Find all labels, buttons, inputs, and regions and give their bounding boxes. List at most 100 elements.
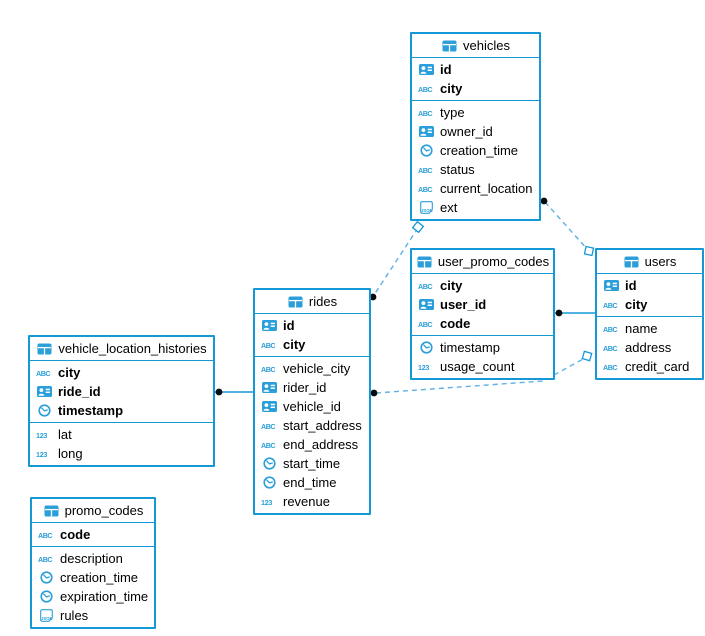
relationship-user-promo-codes-users[interactable]: [555, 309, 596, 317]
relationship-square: [581, 350, 593, 362]
id-card-icon: [418, 299, 435, 310]
column-row[interactable]: vehicle_id: [255, 397, 369, 416]
column-name: ride_id: [58, 384, 101, 399]
text-type-icon: ABC: [418, 184, 435, 194]
svg-text:ABC: ABC: [418, 320, 432, 329]
column-row[interactable]: rider_id: [255, 378, 369, 397]
table-title: vehicles: [463, 38, 510, 53]
timestamp-icon: [261, 476, 278, 489]
table-header[interactable]: users: [597, 250, 702, 274]
column-row[interactable]: ABC start_address: [255, 416, 369, 435]
relationship-vehicles-users[interactable]: [540, 197, 595, 257]
svg-text:ABC: ABC: [261, 422, 275, 431]
column-row[interactable]: owner_id: [412, 122, 539, 141]
svg-text:123: 123: [36, 431, 47, 440]
timestamp-icon: [261, 457, 278, 470]
column-row[interactable]: timestamp: [30, 401, 213, 420]
id-card-icon: [261, 320, 278, 331]
column-row[interactable]: creation_time: [32, 568, 154, 587]
table-header[interactable]: vehicles: [412, 34, 539, 58]
text-type-icon: ABC: [603, 324, 620, 334]
text-type-icon: ABC: [603, 362, 620, 372]
column-name: user_id: [440, 297, 487, 312]
column-row[interactable]: timestamp: [412, 338, 553, 357]
svg-text:123: 123: [261, 498, 272, 507]
text-type-icon: ABC: [261, 421, 278, 431]
table-title: promo_codes: [64, 503, 144, 518]
column-name: code: [60, 527, 91, 542]
table-icon: [441, 40, 458, 52]
column-name: city: [440, 278, 463, 293]
column-row[interactable]: creation_time: [412, 141, 539, 160]
column-name: vehicle_id: [283, 399, 341, 414]
column-name: start_address: [283, 418, 362, 433]
column-name: credit_card: [625, 359, 690, 374]
table-header[interactable]: rides: [255, 290, 369, 314]
column-row[interactable]: expiration_time: [32, 587, 154, 606]
text-type-icon: ABC: [603, 300, 620, 310]
text-type-icon: ABC: [38, 554, 55, 564]
column-name: owner_id: [440, 124, 493, 139]
column-row[interactable]: ride_id: [30, 382, 213, 401]
column-name: rider_id: [283, 380, 327, 395]
column-name: revenue: [283, 494, 330, 509]
table-header[interactable]: user_promo_codes: [412, 250, 553, 274]
table-header[interactable]: promo_codes: [32, 499, 154, 523]
text-type-icon: ABC: [418, 319, 435, 329]
timestamp-icon: [36, 404, 53, 417]
number-type-icon: 123: [36, 449, 53, 459]
column-row[interactable]: ABC credit_card: [597, 357, 702, 376]
column-name: start_time: [283, 456, 341, 471]
column-name: city: [58, 365, 81, 380]
relationship-vehicle-location-histories-rides[interactable]: [215, 388, 254, 396]
relationship-dot: [555, 309, 563, 317]
column-name: creation_time: [60, 570, 139, 585]
table-header[interactable]: vehicle_location_histories: [30, 337, 213, 361]
column-row[interactable]: user_id: [412, 295, 553, 314]
column-row[interactable]: id: [255, 316, 369, 335]
column-row[interactable]: end_time: [255, 473, 369, 492]
column-row[interactable]: id: [597, 276, 702, 295]
column-row[interactable]: id: [412, 60, 539, 79]
svg-text:ABC: ABC: [418, 85, 432, 94]
column-name: usage_count: [440, 359, 515, 374]
timestamp-icon: [418, 341, 435, 354]
json-type-icon: JSON: [418, 201, 435, 214]
text-type-icon: ABC: [418, 84, 435, 94]
table-title: users: [644, 254, 677, 269]
column-name: long: [58, 446, 83, 461]
column-row[interactable]: 123 long: [30, 444, 213, 463]
column-row[interactable]: 123 revenue: [255, 492, 369, 511]
id-card-icon: [418, 64, 435, 75]
column-row[interactable]: start_time: [255, 454, 369, 473]
